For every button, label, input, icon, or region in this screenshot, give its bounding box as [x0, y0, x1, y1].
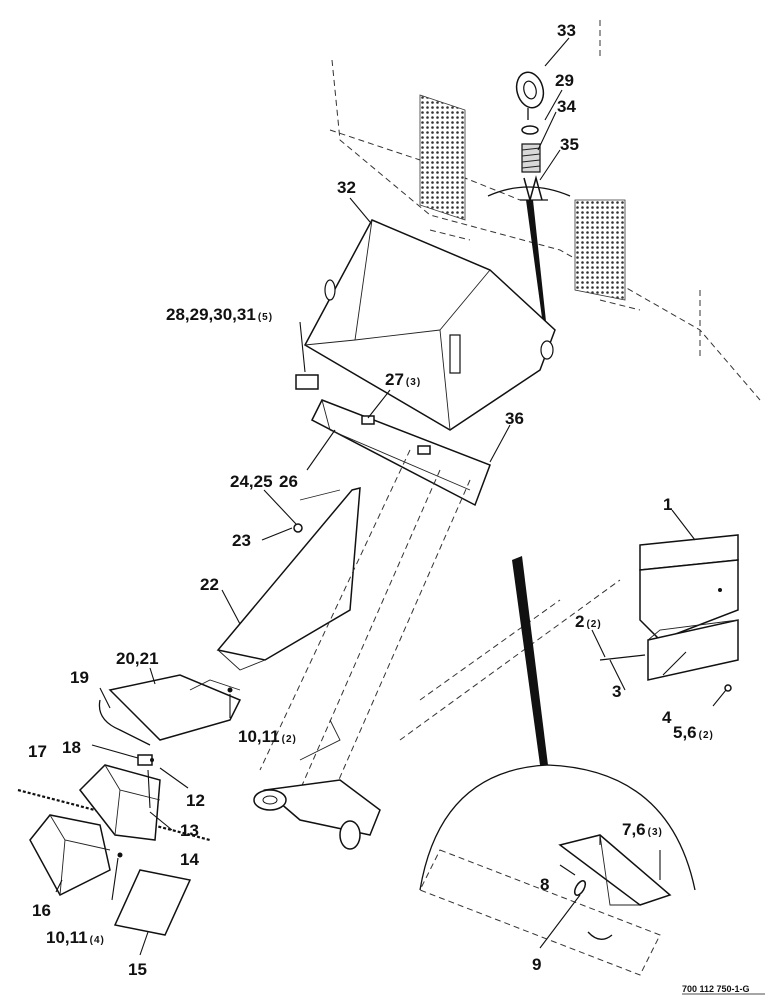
cover-part-22: [216, 487, 361, 671]
box-part-4: [647, 619, 739, 681]
plate-part-15: [113, 869, 192, 936]
callout-33: 33: [557, 21, 576, 40]
callout-23: 23: [232, 531, 251, 550]
callout-17: 17: [28, 742, 47, 761]
callout-9: 9: [532, 955, 541, 974]
bracket-part-8: [558, 834, 672, 906]
washer-part-29: [521, 125, 539, 135]
callout-12: 12: [186, 791, 205, 810]
eyebolt-part-33: [515, 71, 545, 120]
figure-code: 700 112 750-1-G: [682, 984, 750, 994]
callout-labels: 33 29 34 35 32 28,29,30,31(5) 27(3) 36 2…: [28, 21, 714, 979]
main-tongue-frame: [253, 449, 621, 850]
leader-wedge-lower: [512, 556, 548, 765]
hood-part-32: [295, 219, 556, 431]
plate-part-20: [108, 674, 242, 741]
mesh-screen-left: [419, 94, 466, 221]
callout-16: 16: [32, 901, 51, 920]
detail-arc-upper: [487, 186, 571, 197]
callout-10-11-b: 10,11(4): [46, 928, 105, 947]
callout-13: 13: [180, 821, 199, 840]
detail-plate-area: [419, 849, 661, 976]
clip-part-35: [520, 175, 548, 203]
latch-part-18: [137, 754, 154, 766]
bracket-part-26: [310, 399, 491, 507]
mesh-screen-right: [574, 199, 626, 301]
callout-15: 15: [128, 960, 147, 979]
rod-part-17: [17, 788, 211, 842]
spring-part-34: [521, 143, 541, 173]
callout-24-25: 24,25: [230, 472, 273, 491]
leader-wedge-upper: [526, 200, 548, 340]
shield-part-14: [79, 764, 161, 841]
callout-8: 8: [540, 875, 549, 894]
callout-27: 27(3): [385, 370, 421, 389]
callout-10-11-a: 10,11(2): [238, 727, 297, 746]
callout-32: 32: [337, 178, 356, 197]
callout-36: 36: [505, 409, 524, 428]
callout-26: 26: [279, 472, 298, 491]
bolt-parts-2-3: [599, 654, 732, 692]
callout-34: 34: [557, 97, 576, 116]
handle-part-19: [98, 699, 151, 746]
callout-22: 22: [200, 575, 219, 594]
callout-28-31: 28,29,30,31(5): [166, 305, 273, 324]
callout-18: 18: [62, 738, 81, 757]
callout-14: 14: [180, 850, 199, 869]
callout-7-6: 7,6(3): [622, 820, 663, 839]
pin-part-9: [573, 880, 613, 940]
callout-19: 19: [70, 668, 89, 687]
callout-29: 29: [555, 71, 574, 90]
callout-2: 2(2): [575, 612, 602, 631]
callout-1: 1: [663, 495, 672, 514]
callout-35: 35: [560, 135, 579, 154]
shield-part-16: [29, 814, 111, 896]
bolts-part-10-11: [117, 687, 233, 858]
callout-5-6: 5,6(2): [673, 723, 714, 742]
callout-leaders: [55, 37, 727, 956]
detail-circle-lower: [419, 764, 696, 891]
callout-4: 4: [662, 708, 672, 727]
callout-20-21: 20,21: [116, 649, 159, 668]
callout-3: 3: [612, 682, 621, 701]
